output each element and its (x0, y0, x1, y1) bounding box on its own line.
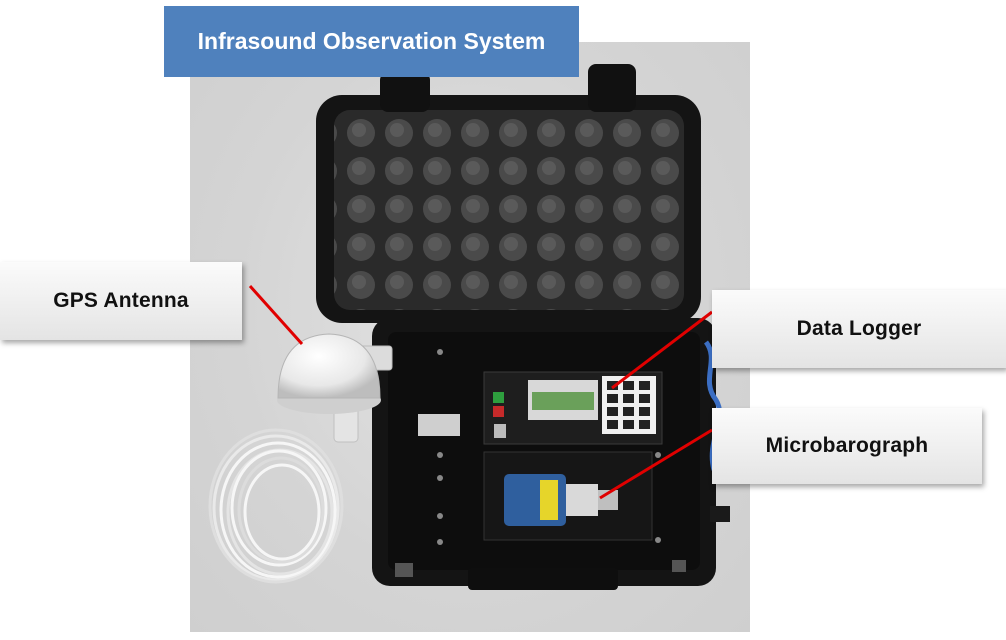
gps-antenna-label: GPS Antenna (0, 262, 242, 340)
baro-pointer (599, 428, 713, 500)
case-lid (316, 64, 701, 323)
data-logger-device (483, 371, 663, 445)
diagram-title: Infrasound Observation System (164, 6, 579, 77)
pointer-lines (248, 284, 713, 500)
microbarograph-device (483, 451, 653, 541)
microbarograph-label: Microbarograph (712, 408, 982, 484)
data-logger-label: Data Logger (712, 290, 1006, 368)
gps-cable-coil (208, 428, 344, 584)
gps-pointer (248, 284, 304, 346)
gps-antenna-device (277, 333, 393, 443)
logger-pointer (611, 310, 713, 390)
